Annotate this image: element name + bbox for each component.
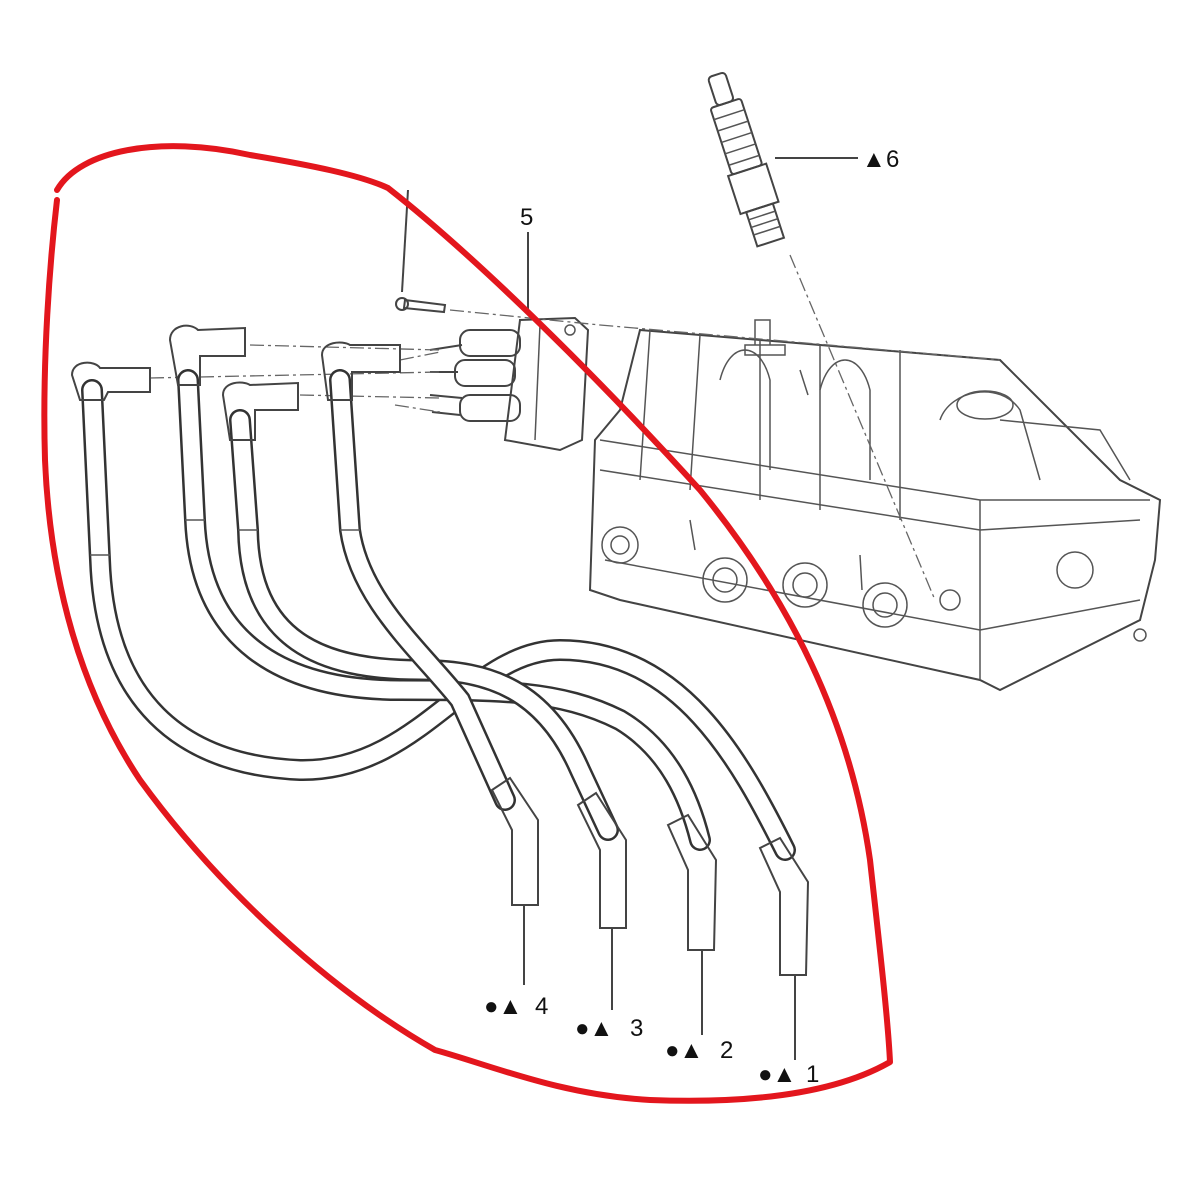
red-highlight-outline: [41, 143, 893, 1104]
callout-number: 4: [535, 993, 548, 1020]
bolt-axis-line: [449, 309, 1001, 361]
callout-leader-lines: [523, 905, 796, 1060]
callout-number: 6: [886, 146, 899, 173]
callout-number: 5: [520, 204, 533, 231]
callout-2: ●▲ 2: [665, 1037, 733, 1064]
callout-symbols: ●▲: [575, 1015, 613, 1042]
cylinder-head: [588, 319, 1162, 692]
callout-1: ●▲ 1: [758, 1061, 819, 1088]
callout-6: ▲ 6: [862, 146, 899, 173]
callout-number: 3: [630, 1015, 643, 1042]
callout-symbols: ●▲: [758, 1061, 796, 1088]
spark-plug: [707, 71, 786, 248]
callout-4: ●▲ 4: [484, 993, 548, 1020]
callout-3: ●▲ 3: [575, 1015, 643, 1042]
ignition-leads: [70, 324, 810, 976]
callout-5: 5: [520, 204, 533, 231]
ignition-coil-pack: [429, 316, 590, 452]
callout-number: 1: [806, 1061, 819, 1088]
callout-symbols: ▲: [862, 146, 886, 173]
lead-axis-lines: [149, 344, 441, 413]
spark-plug-axis-line: [789, 254, 936, 601]
callout-symbols: ●▲: [484, 993, 522, 1020]
callout-symbols: ●▲: [665, 1037, 703, 1064]
coil-bolt: [395, 297, 447, 314]
callout-number: 2: [720, 1037, 733, 1064]
